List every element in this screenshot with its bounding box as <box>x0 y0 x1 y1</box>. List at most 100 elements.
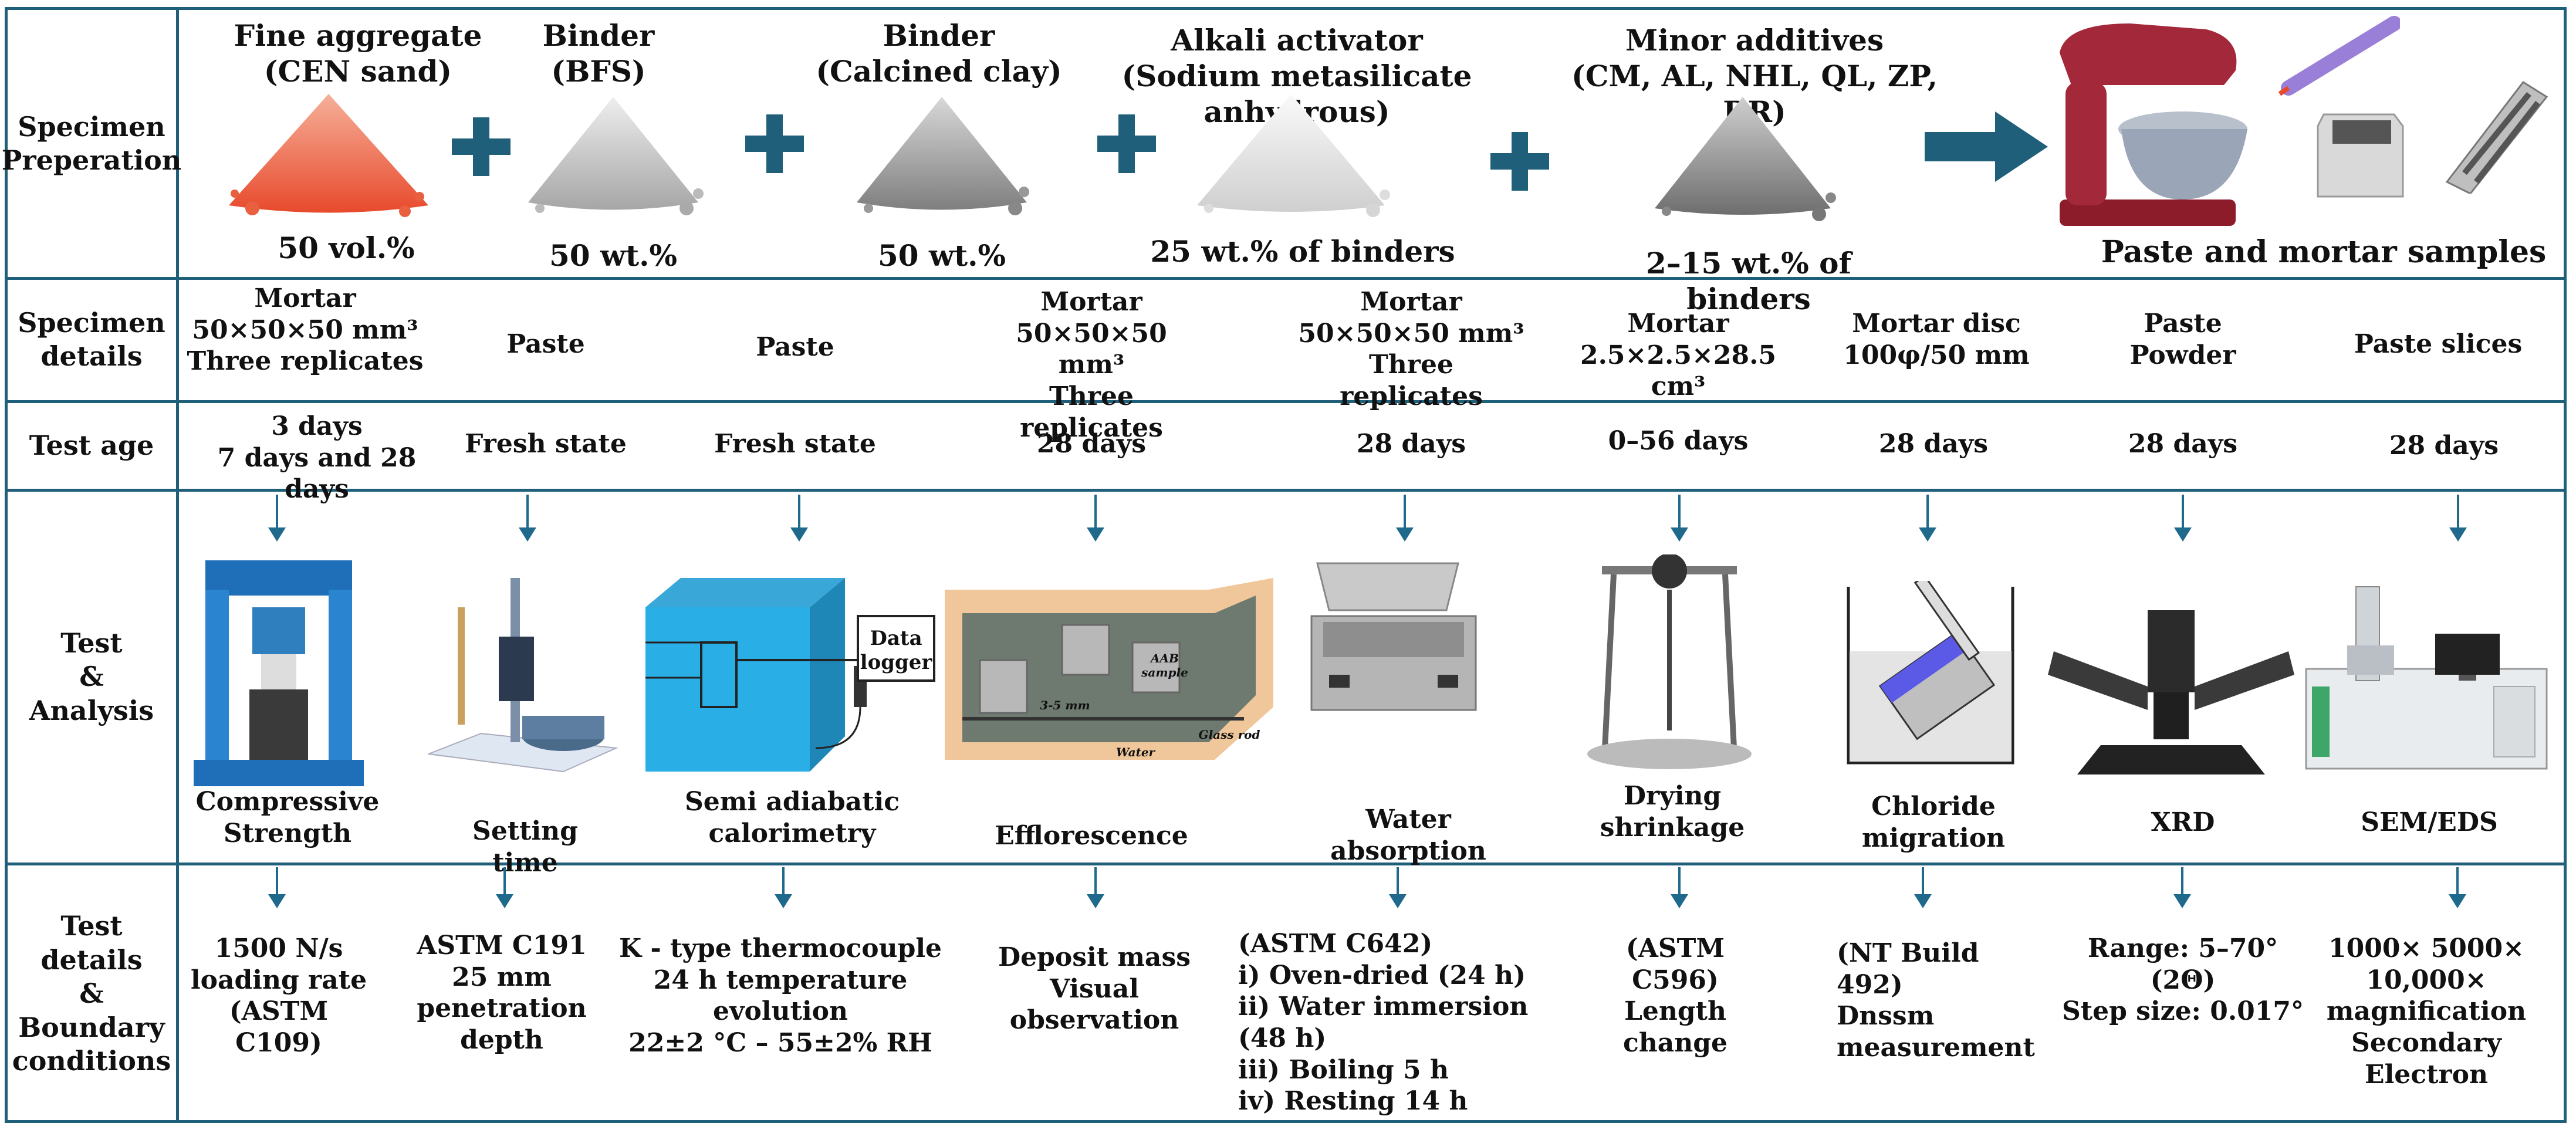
down-arrow-icon <box>2449 867 2466 908</box>
specimen-details: Paste <box>756 332 834 362</box>
calorimeter-icon <box>645 578 935 772</box>
down-arrow-icon <box>519 495 536 542</box>
vicat-apparatus-icon <box>428 578 618 773</box>
test-boundary: (NT Build 492) Dnssm measurement <box>1837 938 2035 1063</box>
material-amount-2: 50 wt.% <box>549 238 678 273</box>
test-name: Setting time <box>472 816 578 878</box>
test-age: Fresh state <box>714 429 876 459</box>
down-arrow-icon <box>1914 867 1932 908</box>
material-title-3: Binder (Calcined clay) <box>816 18 1062 89</box>
powder-pile-icon <box>1197 94 1390 217</box>
test-boundary: Deposit mass Visual observation <box>998 942 1191 1036</box>
test-age: 28 days <box>2128 429 2238 459</box>
prism-mould-icon <box>2445 81 2548 194</box>
test-age: 3 days 7 days and 28 days <box>217 411 417 505</box>
test-boundary: (ASTM C642) i) Oven-dried (24 h) ii) Wat… <box>1238 929 1529 1117</box>
row-divider-2 <box>5 400 2567 403</box>
down-arrow-icon <box>775 867 792 908</box>
plus-icon <box>1097 114 1156 173</box>
down-arrow-icon <box>496 867 513 908</box>
down-arrow-icon <box>2173 867 2191 908</box>
efflorescence-tray-icon <box>945 578 1273 760</box>
data-logger-label: Data logger <box>860 627 932 675</box>
powder-pile-icon <box>857 97 1029 215</box>
down-arrow-icon <box>1087 495 1104 542</box>
specimen-details: Mortar 50×50×50 mm³ Three replicates <box>1298 287 1524 412</box>
down-arrow-icon <box>790 495 808 542</box>
test-boundary: 1000× 5000× 10,000× magnification Second… <box>2326 934 2527 1090</box>
test-age: 28 days <box>1356 429 1466 459</box>
tray-water-label: Water <box>1115 745 1155 759</box>
specimen-details: Paste slices <box>2354 329 2523 359</box>
compression-press-icon <box>194 560 364 786</box>
powder-pile-icon <box>1655 97 1836 221</box>
test-boundary: (ASTM C596) Length change <box>1622 934 1728 1058</box>
material-amount-1: 50 vol.% <box>278 231 415 265</box>
test-age: 28 days <box>1878 429 1989 459</box>
tray-rod-label: Glass rod <box>1198 728 1260 742</box>
row-label-details: Specimen details <box>18 306 165 373</box>
length-comparator-icon <box>1587 554 1752 769</box>
down-arrow-icon <box>2449 495 2467 542</box>
test-name: Compressive Strength <box>195 787 380 848</box>
test-name: Chloride migration <box>1861 792 2006 853</box>
test-age: Fresh state <box>465 429 627 459</box>
material-amount-3: 50 wt.% <box>877 238 1006 273</box>
material-amount-4: 25 wt.% of binders <box>1150 234 1455 269</box>
down-arrow-icon <box>1671 495 1688 542</box>
plus-icon <box>1490 132 1549 191</box>
specimen-details: Paste <box>506 329 585 359</box>
specimen-details: Paste Powder <box>2129 309 2236 370</box>
test-age: 0–56 days <box>1608 426 1749 456</box>
test-name: SEM/EDS <box>2361 807 2498 837</box>
specimen-details: Mortar disc 100φ/50 mm <box>1843 309 2030 370</box>
diffractometer-icon <box>2048 610 2294 775</box>
down-arrow-icon <box>1087 867 1104 908</box>
down-arrow-icon <box>1919 495 1936 542</box>
row-divider-1 <box>5 277 2567 280</box>
right-arrow-icon <box>1925 111 2048 182</box>
electron-microscope-icon <box>2305 586 2548 770</box>
material-title-2: Binder (BFS) <box>542 18 655 89</box>
down-arrow-icon <box>1389 867 1407 908</box>
test-boundary: ASTM C191 25 mm penetration depth <box>417 931 587 1056</box>
water-bath-icon <box>1310 562 1477 711</box>
test-name: XRD <box>2151 807 2215 837</box>
sand-pile-icon <box>229 94 428 217</box>
down-arrow-icon <box>268 867 286 908</box>
material-amount-5: 2–15 wt.% of binders <box>1645 246 1852 316</box>
test-boundary: 1500 N/s loading rate (ASTM C109) <box>190 934 367 1058</box>
test-boundary: Range: 5–70° (2Θ) Step size: 0.017° <box>2062 934 2304 1027</box>
row-label-boundary: Test details & Boundary conditions <box>12 910 171 1077</box>
test-name: Semi adiabatic calorimetry <box>685 787 900 848</box>
row-label-test: Test & Analysis <box>29 627 154 726</box>
specimen-details: Mortar 50×50×50 mm³ Three replicates <box>1016 287 1167 443</box>
plus-icon <box>745 114 804 173</box>
down-arrow-icon <box>1671 867 1688 908</box>
test-name: Efflorescence <box>995 821 1188 851</box>
down-arrow-icon <box>2174 495 2192 542</box>
test-boundary: K - type thermocouple 24 h temperature e… <box>618 934 942 1058</box>
down-arrow-icon <box>268 495 286 542</box>
row-divider-4 <box>5 863 2567 865</box>
material-title-4: Alkali activator (Sodium metasilicate an… <box>1121 23 1472 129</box>
test-name: Water absorption <box>1330 804 1486 866</box>
plus-icon <box>452 117 511 176</box>
row-label-preparation: Specimen Preperation <box>1 110 182 177</box>
diagram-frame <box>5 7 2567 1123</box>
material-title-1: Fine aggregate (CEN sand) <box>234 18 482 89</box>
down-arrow-icon <box>1396 495 1414 542</box>
test-age: 28 days <box>2389 431 2499 461</box>
powder-pile-icon <box>528 97 704 215</box>
migration-cell-icon <box>1847 581 2014 765</box>
tray-sample-label: AAB sample <box>1141 651 1188 680</box>
cube-mould-icon <box>2317 113 2404 198</box>
label-column-divider <box>176 7 179 1123</box>
tray-depth-label: 3-5 mm <box>1040 698 1090 712</box>
mixer-icon <box>2060 16 2400 226</box>
row-label-age: Test age <box>29 429 154 461</box>
test-age: 28 days <box>1036 429 1147 459</box>
specimen-details: Mortar 2.5×2.5×28.5 cm³ <box>1580 309 1776 402</box>
specimen-details: Mortar 50×50×50 mm³ Three replicates <box>187 283 424 377</box>
test-name: Drying shrinkage <box>1600 781 1745 843</box>
